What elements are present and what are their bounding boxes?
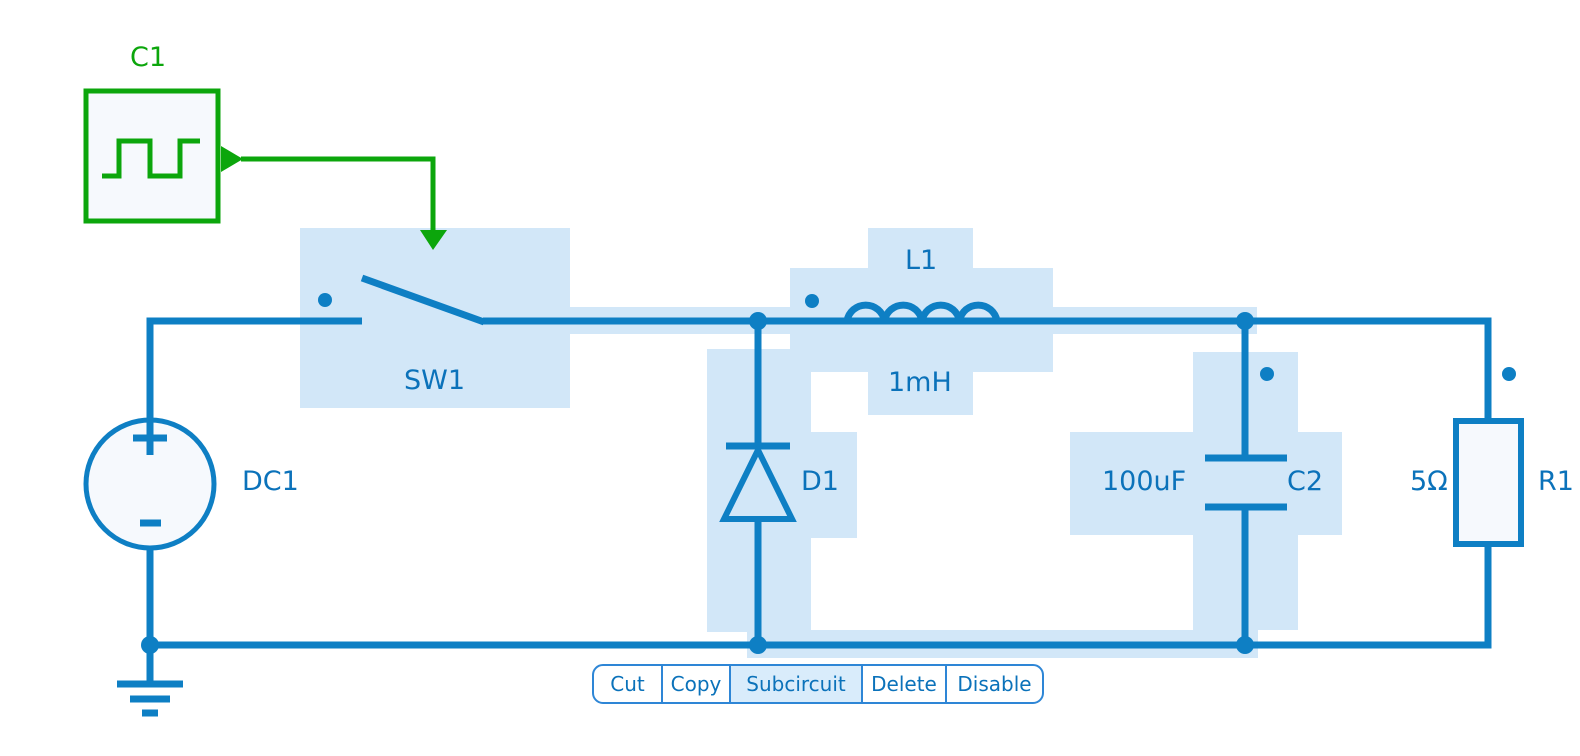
- wire-bottom[interactable]: [146, 544, 1492, 649]
- capacitor-component[interactable]: [1205, 321, 1287, 645]
- switch-blade[interactable]: [360, 274, 486, 326]
- context-menu-item-copy[interactable]: Copy: [663, 666, 731, 702]
- diode-triangle: [719, 443, 797, 522]
- resistor-terminal-dot: [1502, 367, 1516, 381]
- capacitor-terminal-dot: [1260, 367, 1274, 381]
- ground-symbol[interactable]: [117, 645, 183, 717]
- inductor-value: 1mH: [888, 367, 952, 398]
- capacitor-label: C2: [1287, 466, 1324, 497]
- inductor-component[interactable]: [805, 294, 1001, 322]
- dc-source-polarity: [133, 421, 167, 527]
- control-wire[interactable]: [241, 156, 436, 231]
- inductor-terminal-dot: [805, 294, 819, 308]
- junction-dot: [1236, 636, 1254, 654]
- junction-dots: [141, 312, 1254, 654]
- wires[interactable]: [146, 317, 1492, 649]
- resistor-component[interactable]: [1453, 367, 1524, 547]
- context-menu-item-disable[interactable]: Disable: [957, 672, 1032, 696]
- resistor-body[interactable]: [1453, 418, 1524, 547]
- switch-label: SW1: [404, 365, 466, 396]
- clock-source-component[interactable]: [83, 88, 447, 250]
- resistor-label: R1: [1538, 466, 1574, 497]
- capacitor-value: 100uF: [1102, 466, 1187, 497]
- junction-dot: [141, 636, 159, 654]
- junction-dot: [1236, 312, 1254, 330]
- switch-terminal-dot: [318, 293, 332, 307]
- dc-source-label: DC1: [242, 466, 299, 497]
- context-menu: Cut Copy Subcircuit Delete Disable: [592, 664, 1044, 704]
- context-menu-item-subcircuit[interactable]: Subcircuit: [731, 666, 863, 702]
- switch-component[interactable]: [318, 274, 486, 326]
- inductor-label: L1: [905, 245, 938, 276]
- context-menu-item-delete[interactable]: Delete: [863, 666, 947, 702]
- wire-switch-to-resistor[interactable]: [483, 317, 1492, 421]
- junction-dot: [749, 312, 767, 330]
- square-wave-icon: [102, 138, 200, 179]
- inductor-coil: [843, 301, 1001, 322]
- junction-dot: [749, 636, 767, 654]
- diode-component[interactable]: [719, 321, 797, 645]
- context-menu-item-cut[interactable]: Cut: [594, 666, 663, 702]
- resistor-value: 5Ω: [1410, 466, 1448, 497]
- control-arrowhead-icon: [420, 230, 447, 250]
- dc-source-component[interactable]: [83, 417, 217, 551]
- clock-source-label: C1: [130, 42, 167, 73]
- wire-source-to-switch[interactable]: [146, 317, 362, 419]
- clock-output-arrow-icon: [221, 146, 243, 172]
- diode-label: D1: [801, 466, 839, 497]
